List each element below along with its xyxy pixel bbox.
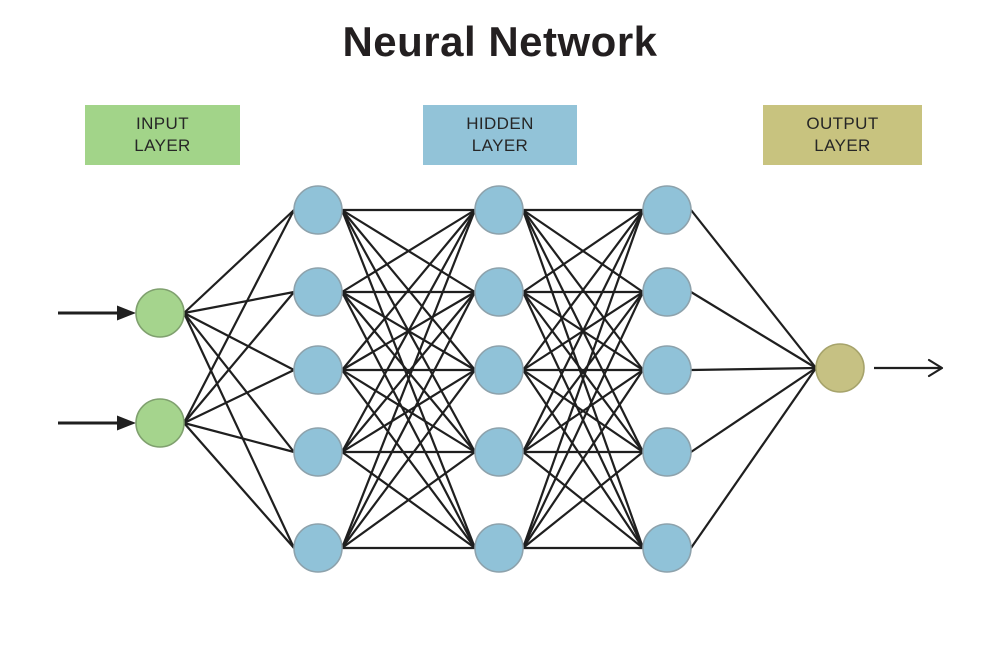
connection-line — [690, 367, 817, 453]
connection-line — [341, 209, 476, 371]
hidden-layer-label: HIDDEN LAYER — [423, 105, 577, 165]
connection-line — [690, 291, 817, 369]
connection-line — [690, 366, 817, 372]
input-layer-label-line2: LAYER — [134, 136, 191, 155]
hidden-1-node — [293, 267, 343, 317]
hidden-layer-label-line1: HIDDEN — [466, 113, 534, 133]
hidden-3-node — [642, 523, 692, 573]
connection-line — [183, 312, 295, 549]
output-node — [815, 343, 865, 393]
input-arrow-head — [117, 415, 136, 431]
connection-line — [183, 290, 295, 315]
connection-line — [522, 209, 644, 293]
connection-line — [341, 209, 476, 293]
connection-line — [522, 369, 644, 453]
connection-line — [690, 367, 817, 549]
connection-line — [522, 209, 644, 453]
connection-line — [341, 451, 476, 549]
output-layer-label-line1: OUTPUT — [806, 113, 879, 133]
connection-line — [183, 312, 295, 371]
hidden-3-node — [642, 427, 692, 477]
connection-line — [522, 291, 644, 549]
connection-line — [341, 369, 476, 453]
output-arrow-head — [927, 358, 944, 378]
hidden-1-node — [293, 427, 343, 477]
hidden-1-node — [293, 185, 343, 235]
connection-line — [522, 209, 644, 371]
hidden-2-node — [474, 427, 524, 477]
input-node — [135, 288, 185, 338]
output-layer-label-line2: LAYER — [814, 136, 871, 155]
hidden-1-node — [293, 345, 343, 395]
connection-line — [183, 312, 295, 453]
connection-line — [183, 291, 295, 424]
output-layer-label: OUTPUT LAYER — [763, 105, 922, 165]
connection-line — [183, 209, 295, 314]
diagram-title: Neural Network — [342, 18, 658, 65]
connection-line — [341, 209, 476, 453]
hidden-3-node — [642, 345, 692, 395]
connection-line — [522, 369, 644, 549]
connection-line — [183, 369, 295, 424]
input-layer-label-line1: INPUT — [136, 113, 189, 133]
connection-line — [183, 422, 295, 549]
connection-line — [521, 209, 645, 549]
connection-line — [183, 209, 295, 424]
hidden-3-node — [642, 267, 692, 317]
hidden-2-node — [474, 267, 524, 317]
hidden-2-node — [474, 185, 524, 235]
connection-line — [340, 209, 477, 549]
input-node — [135, 398, 185, 448]
connection-line — [341, 291, 476, 453]
input-layer-label: INPUT LAYER — [85, 105, 240, 165]
connection-line — [341, 369, 476, 549]
connection-line — [522, 451, 644, 549]
hidden-2-node — [474, 523, 524, 573]
connection-line — [183, 421, 295, 454]
connection-line — [690, 209, 817, 369]
connection-line — [341, 291, 476, 549]
hidden-2-node — [474, 345, 524, 395]
hidden-1-node — [293, 523, 343, 573]
hidden-3-node — [642, 185, 692, 235]
hidden-layer-label-line2: LAYER — [471, 136, 529, 155]
input-arrow-head — [117, 305, 136, 321]
connection-line — [522, 291, 644, 453]
